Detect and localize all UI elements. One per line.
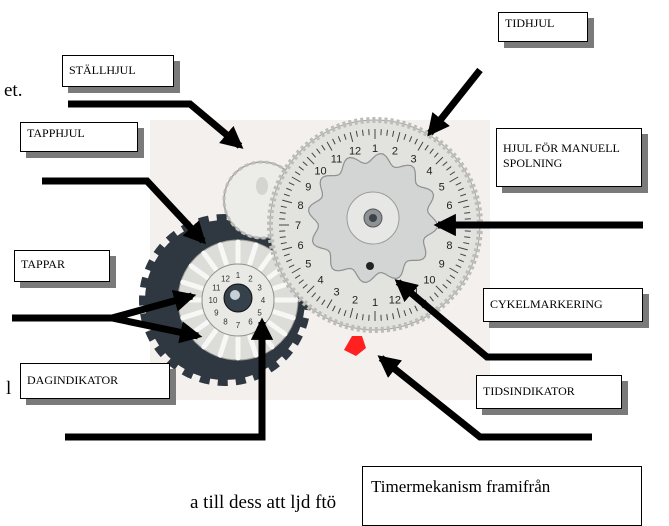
time-number: 6 xyxy=(298,240,304,252)
day-number: 9 xyxy=(214,309,219,318)
time-number: 12 xyxy=(389,294,401,306)
label-stallhjul: STÄLLHJUL xyxy=(62,55,174,87)
time-number: 8 xyxy=(446,240,452,252)
time-number: 12 xyxy=(349,146,361,158)
time-number: 6 xyxy=(446,200,452,212)
day-number: 6 xyxy=(248,318,253,327)
time-number: 10 xyxy=(314,166,326,178)
day-number: 10 xyxy=(209,296,218,305)
time-number: 5 xyxy=(439,182,445,194)
text-fragment-mid: l xyxy=(6,378,11,400)
label-tapphjul: TAPPHJUL xyxy=(20,122,138,152)
day-number: 1 xyxy=(236,271,241,280)
label-dagindikator: DAGINDIKATOR xyxy=(20,363,170,399)
time-number: 2 xyxy=(352,294,358,306)
day-number: 4 xyxy=(261,296,266,305)
figure-caption: Timermekanism framifrån xyxy=(362,466,642,526)
text-fragment-top: et. xyxy=(4,80,22,102)
time-number: 1 xyxy=(372,297,378,309)
time-number: 8 xyxy=(298,200,304,212)
day-number: 2 xyxy=(248,274,253,283)
time-number: 3 xyxy=(333,287,339,299)
text-fragment-bottom: a till dess att ljd ftö xyxy=(190,492,336,514)
day-number: 7 xyxy=(236,321,241,330)
time-number: 4 xyxy=(426,166,432,178)
time-number: 10 xyxy=(423,274,435,286)
day-number: 8 xyxy=(223,318,228,327)
time-number: 1 xyxy=(372,143,378,155)
time-number: 11 xyxy=(331,153,342,165)
day-number: 11 xyxy=(212,284,221,293)
label-manuell-line1: HJUL FÖR MANUELL xyxy=(503,141,635,156)
label-hjul-manuell-spolning: HJUL FÖR MANUELL SPOLNING xyxy=(496,128,642,187)
label-tappar: TAPPAR xyxy=(14,250,110,282)
time-number: 4 xyxy=(317,274,323,286)
time-number: 9 xyxy=(305,182,311,194)
day-number: 3 xyxy=(257,284,262,293)
time-number: 9 xyxy=(439,259,445,271)
time-number: 7 xyxy=(295,220,301,232)
time-number: 3 xyxy=(410,153,416,165)
label-cykelmarkering: CYKELMARKERING xyxy=(483,288,643,322)
label-manuell-line2: SPOLNING xyxy=(503,156,635,171)
label-tidhjul: TIDHJUL xyxy=(498,12,588,42)
day-number: 12 xyxy=(221,274,230,283)
time-number: 5 xyxy=(305,259,311,271)
time-number: 2 xyxy=(392,146,398,158)
day-number: 5 xyxy=(257,309,262,318)
label-tidsindikator: TIDSINDIKATOR xyxy=(476,375,622,409)
